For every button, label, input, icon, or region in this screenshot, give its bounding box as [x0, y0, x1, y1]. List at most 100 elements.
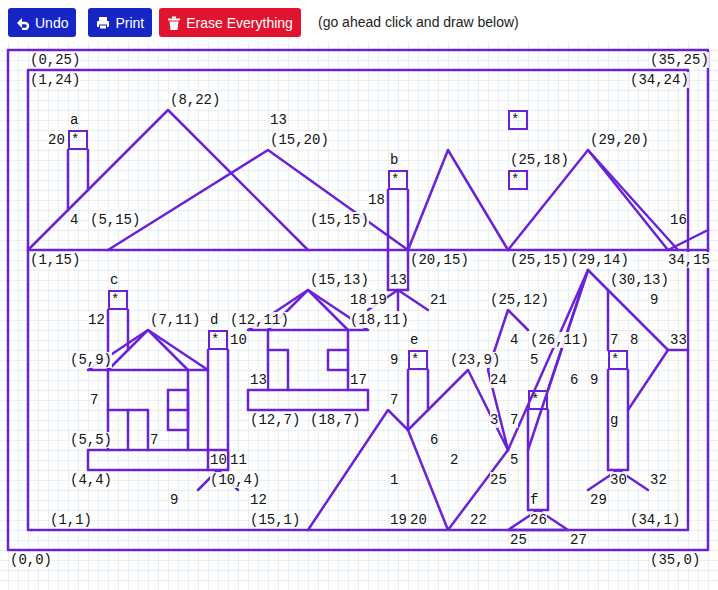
print-icon	[96, 16, 110, 30]
coordinate-label: 7	[510, 412, 518, 428]
coordinate-label: (23,9)	[450, 352, 500, 368]
coordinate-label: 3	[490, 412, 498, 428]
star-mark: *	[611, 352, 619, 368]
coordinate-label: 8	[630, 332, 638, 348]
coordinate-label: 29	[590, 492, 607, 508]
coordinate-label: (8,22)	[170, 92, 220, 108]
coordinate-label: f	[530, 492, 538, 508]
coordinate-label: 11	[230, 452, 247, 468]
coordinate-label: g	[610, 412, 618, 428]
chimney-box: *	[508, 170, 528, 190]
button-text: Undo	[35, 15, 68, 31]
coordinate-label: 10	[230, 332, 247, 348]
coordinate-label: 12	[250, 492, 267, 508]
coordinate-label: (35,0)	[650, 552, 700, 568]
coordinate-label: 19	[390, 512, 407, 528]
star-mark: *	[511, 112, 519, 128]
hint-text: (go ahead click and draw below)	[318, 14, 519, 30]
coordinate-label: 20	[410, 512, 427, 528]
undo-icon	[16, 16, 30, 30]
coordinate-label: (4,4)	[70, 472, 112, 488]
coordinate-label: 26	[530, 512, 547, 528]
coordinate-label: (1,24)	[30, 72, 80, 88]
coordinate-label: (5,5)	[70, 432, 112, 448]
trash-icon	[167, 16, 181, 30]
coordinate-label: 6	[430, 432, 438, 448]
chimney-box: *	[608, 350, 628, 370]
coordinate-label: (18,7)	[310, 412, 360, 428]
star-mark: *	[411, 352, 419, 368]
chimney-box: *	[108, 290, 128, 310]
star-mark: *	[211, 332, 219, 348]
coordinate-label: 25	[490, 472, 507, 488]
coordinate-label: 13	[250, 372, 267, 388]
coordinate-label: 7	[90, 392, 98, 408]
coordinate-label: (10,4)	[210, 472, 260, 488]
coordinate-label: 13	[270, 112, 287, 128]
coordinate-label: (15,15)	[310, 212, 369, 228]
coordinate-label: 9	[390, 352, 398, 368]
coordinate-label: 21	[430, 292, 447, 308]
coordinate-label: 5	[530, 352, 538, 368]
coordinate-label: (29,14)	[570, 252, 629, 268]
grid	[0, 42, 718, 590]
button-text: Erase Everything	[186, 15, 293, 31]
star-mark: *	[111, 292, 119, 308]
coordinate-label: (15,13)	[310, 272, 369, 288]
coordinate-label: 6	[570, 372, 578, 388]
coordinate-label: 4	[510, 332, 518, 348]
coordinate-label: a	[70, 112, 78, 128]
coordinate-label: (25,12)	[490, 292, 549, 308]
coordinate-label: (26,11)	[530, 332, 589, 348]
coordinate-label: 30	[610, 472, 627, 488]
purple-drawing	[8, 50, 708, 550]
coordinate-label: (35,25)	[650, 52, 709, 68]
chimney-box: *	[388, 170, 408, 190]
chimney-box: *	[528, 390, 548, 410]
coordinate-label: 24	[490, 372, 507, 388]
coordinate-label: 7	[390, 392, 398, 408]
chimney-box: *	[408, 350, 428, 370]
coordinate-label: 27	[570, 532, 587, 548]
coordinate-label: (1,1)	[50, 512, 92, 528]
toolbar-button: Undo	[8, 8, 76, 37]
toolbar-button: Erase Everything	[159, 8, 301, 37]
coordinate-label: (7,11)	[150, 312, 200, 328]
coordinate-label: (12,7)	[250, 412, 300, 428]
coordinate-label: 33	[670, 332, 687, 348]
coordinate-label: 13	[390, 272, 407, 288]
coordinate-label: 32	[650, 472, 667, 488]
coordinate-label: (15,1)	[250, 512, 300, 528]
coordinate-label: 12	[88, 312, 105, 328]
chimney-box: *	[68, 130, 88, 150]
coordinate-label: (15,20)	[270, 132, 329, 148]
coordinate-label: (25,18)	[510, 152, 569, 168]
coordinate-label: 1	[390, 472, 398, 488]
coordinate-label: d	[210, 312, 218, 328]
coordinate-label: 10	[210, 452, 227, 468]
coordinate-label: (1,15)	[30, 252, 80, 268]
coordinate-label: (0,25)	[30, 52, 80, 68]
coordinate-label: (0,0)	[10, 552, 52, 568]
button-text: Print	[115, 15, 144, 31]
star-mark: *	[511, 172, 519, 188]
coordinate-label: (30,13)	[610, 272, 669, 288]
coordinate-label: 4	[70, 212, 78, 228]
star-mark: *	[531, 392, 539, 408]
coordinate-label: c	[110, 272, 118, 288]
coordinate-label: 7	[610, 332, 618, 348]
coordinate-label: (34,1)	[630, 512, 680, 528]
coordinate-label: b	[390, 152, 398, 168]
coordinate-label: (18,11)	[350, 312, 409, 328]
star-mark: *	[71, 132, 79, 148]
coordinate-label: (20,15)	[410, 252, 469, 268]
coordinate-label: (12,11)	[230, 312, 289, 328]
coordinate-label: 34,15	[668, 252, 710, 268]
coordinate-label: (29,20)	[590, 132, 649, 148]
coordinate-label: 7	[150, 432, 158, 448]
coordinate-label: 18	[350, 292, 367, 308]
coordinate-label: 16	[670, 212, 687, 228]
coordinate-label: 18	[368, 192, 385, 208]
coordinate-label: 19	[370, 292, 387, 308]
coordinate-label: 9	[650, 292, 658, 308]
